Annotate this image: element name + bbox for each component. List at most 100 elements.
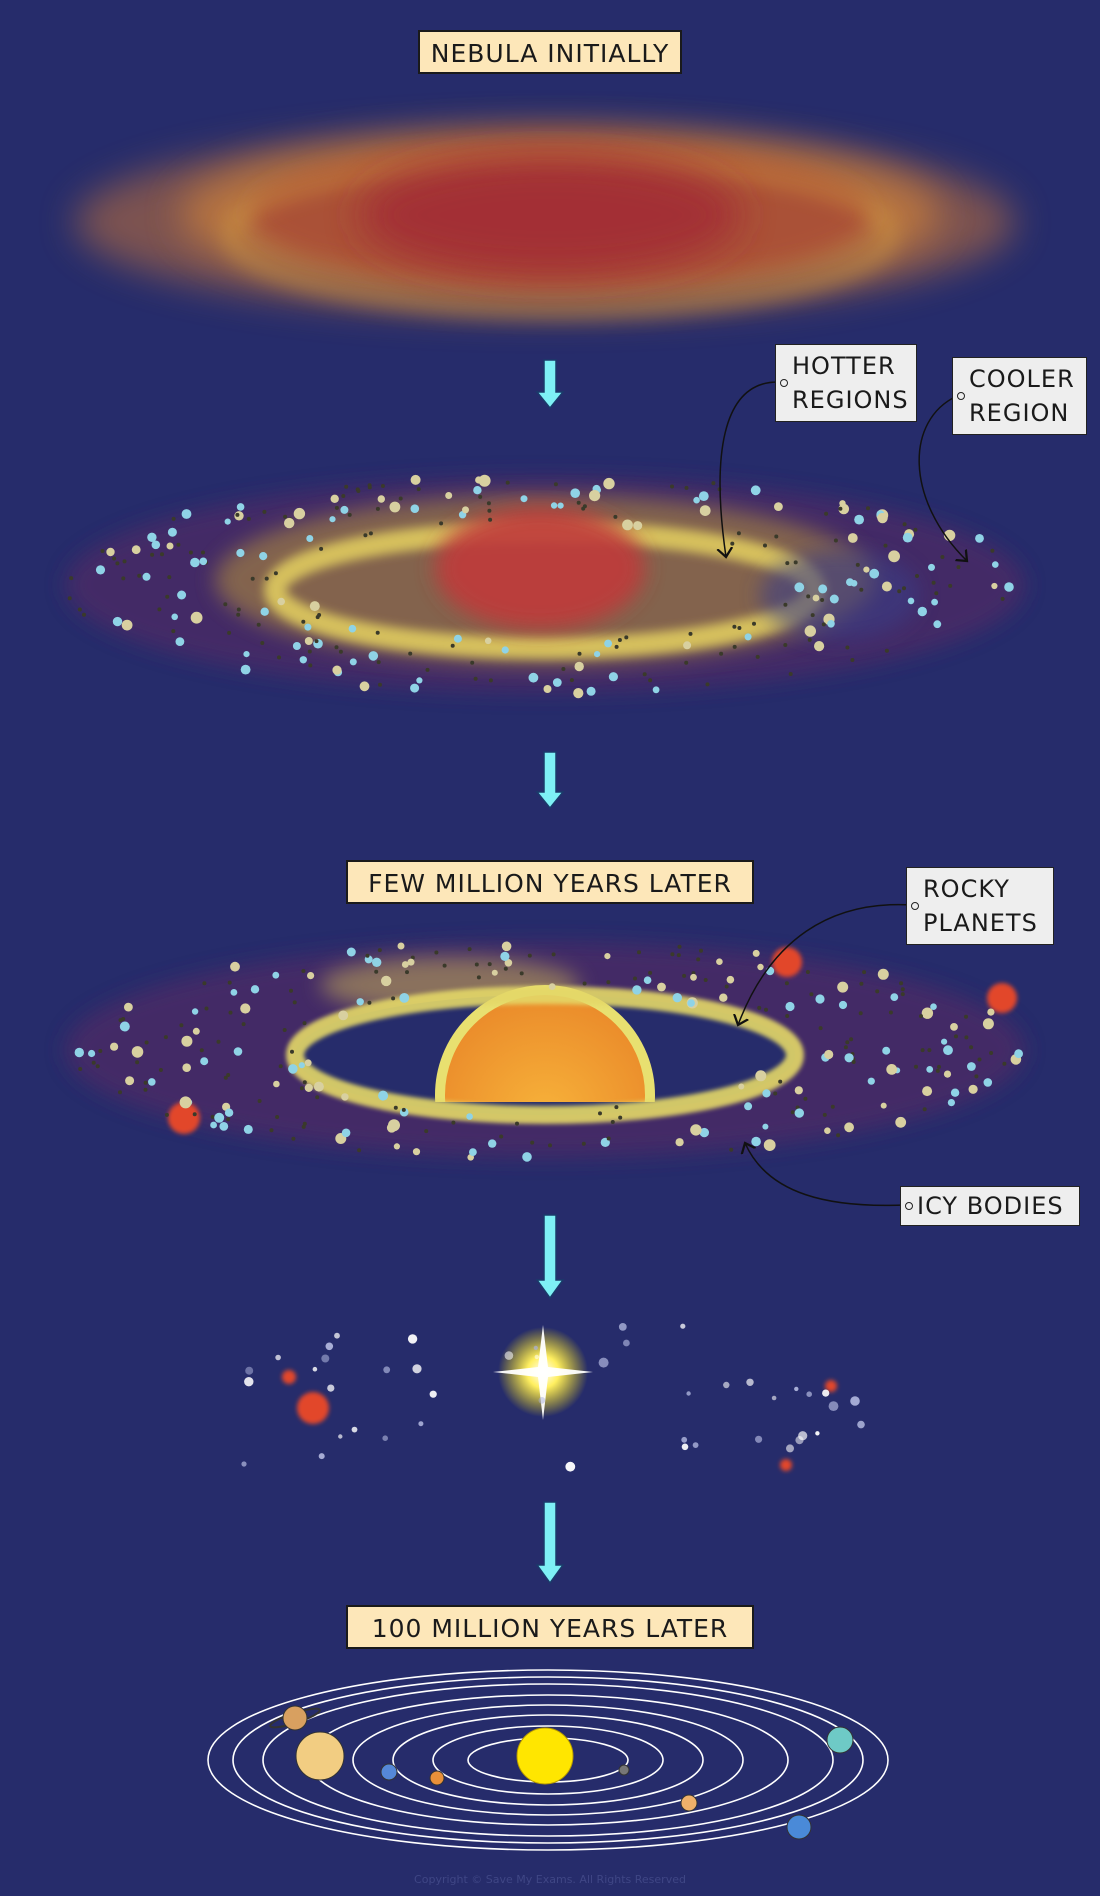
- particle: [552, 678, 562, 687]
- particle: [614, 1105, 619, 1110]
- particle: [824, 1049, 834, 1060]
- particle: [123, 1002, 133, 1012]
- particle: [163, 1035, 168, 1040]
- particle: [470, 660, 475, 665]
- particle: [927, 1048, 932, 1053]
- particle: [730, 541, 735, 546]
- particle: [381, 975, 392, 987]
- particle: [783, 643, 788, 647]
- icy-body: [351, 1426, 358, 1433]
- particle: [501, 941, 512, 952]
- icy-body: [321, 1354, 330, 1363]
- icy-body: [857, 1420, 865, 1429]
- particle: [877, 512, 888, 524]
- particle: [948, 583, 953, 588]
- particle: [633, 521, 643, 531]
- particle: [1002, 1061, 1007, 1066]
- particle: [77, 607, 82, 612]
- particle: [259, 552, 268, 561]
- icy-body: [327, 1384, 335, 1392]
- particle: [434, 950, 439, 955]
- particle: [308, 663, 313, 668]
- icy-body: [334, 1332, 340, 1339]
- particle: [292, 642, 301, 650]
- particle: [785, 1014, 790, 1018]
- particle: [751, 1136, 761, 1147]
- particle: [677, 944, 682, 949]
- particle: [304, 1059, 312, 1067]
- particle: [338, 649, 343, 654]
- particle: [118, 1090, 122, 1095]
- label-icy-bodies: ICY BODIES: [900, 1186, 1080, 1226]
- particle: [160, 552, 164, 557]
- particle: [227, 980, 232, 985]
- particle: [190, 557, 200, 568]
- particle: [699, 948, 703, 953]
- particle: [313, 1081, 324, 1092]
- particle: [106, 547, 115, 557]
- particle: [812, 594, 820, 602]
- particle: [131, 1046, 144, 1058]
- icy-body: [828, 1401, 839, 1411]
- particle: [684, 660, 689, 665]
- particle: [785, 561, 790, 566]
- particle: [922, 1107, 927, 1112]
- particle: [177, 590, 187, 600]
- particle: [349, 658, 357, 666]
- particle: [401, 961, 409, 968]
- particle: [773, 1091, 778, 1096]
- particle: [757, 1005, 762, 1010]
- particle: [368, 651, 379, 661]
- particle: [548, 983, 556, 990]
- particle: [690, 973, 697, 981]
- particle: [683, 641, 692, 650]
- particle: [301, 969, 306, 973]
- particle: [302, 1080, 307, 1085]
- rocky-planet: [987, 983, 1017, 1013]
- particle: [341, 1093, 349, 1101]
- particle: [845, 1040, 850, 1045]
- particle: [604, 639, 612, 648]
- particle: [598, 1111, 602, 1116]
- particle: [920, 1048, 925, 1053]
- particle: [175, 637, 185, 646]
- particle: [582, 981, 587, 986]
- particle: [991, 582, 998, 590]
- particle: [95, 565, 106, 575]
- particle: [377, 495, 385, 503]
- particle: [179, 1096, 192, 1109]
- down-arrow-icon: [535, 751, 565, 810]
- particle: [190, 611, 203, 624]
- particle: [314, 639, 319, 644]
- particle: [915, 574, 919, 578]
- particle: [200, 1057, 209, 1066]
- particle: [705, 682, 710, 687]
- particle: [778, 1079, 783, 1084]
- particle: [589, 490, 601, 502]
- particle: [171, 629, 176, 634]
- particle: [732, 624, 737, 629]
- down-arrow-icon: [535, 1214, 565, 1300]
- particle: [890, 993, 899, 1001]
- icy-body: [681, 1436, 688, 1443]
- particle: [466, 1113, 473, 1120]
- particle: [357, 1148, 362, 1153]
- particle: [451, 1120, 456, 1125]
- particle: [642, 672, 647, 677]
- particle: [257, 1099, 262, 1103]
- particle: [307, 649, 312, 654]
- particle: [478, 494, 483, 499]
- particle: [940, 555, 945, 559]
- particle: [356, 998, 364, 1006]
- down-arrow-icon: [535, 1501, 565, 1585]
- particle: [236, 612, 241, 617]
- particle: [606, 1136, 611, 1141]
- particle: [851, 1060, 856, 1064]
- particle: [410, 504, 420, 513]
- particle: [78, 1067, 83, 1071]
- particle: [527, 953, 532, 958]
- particle: [363, 533, 368, 538]
- particle: [330, 494, 339, 503]
- particle: [416, 677, 423, 684]
- icy-body: [533, 1345, 538, 1350]
